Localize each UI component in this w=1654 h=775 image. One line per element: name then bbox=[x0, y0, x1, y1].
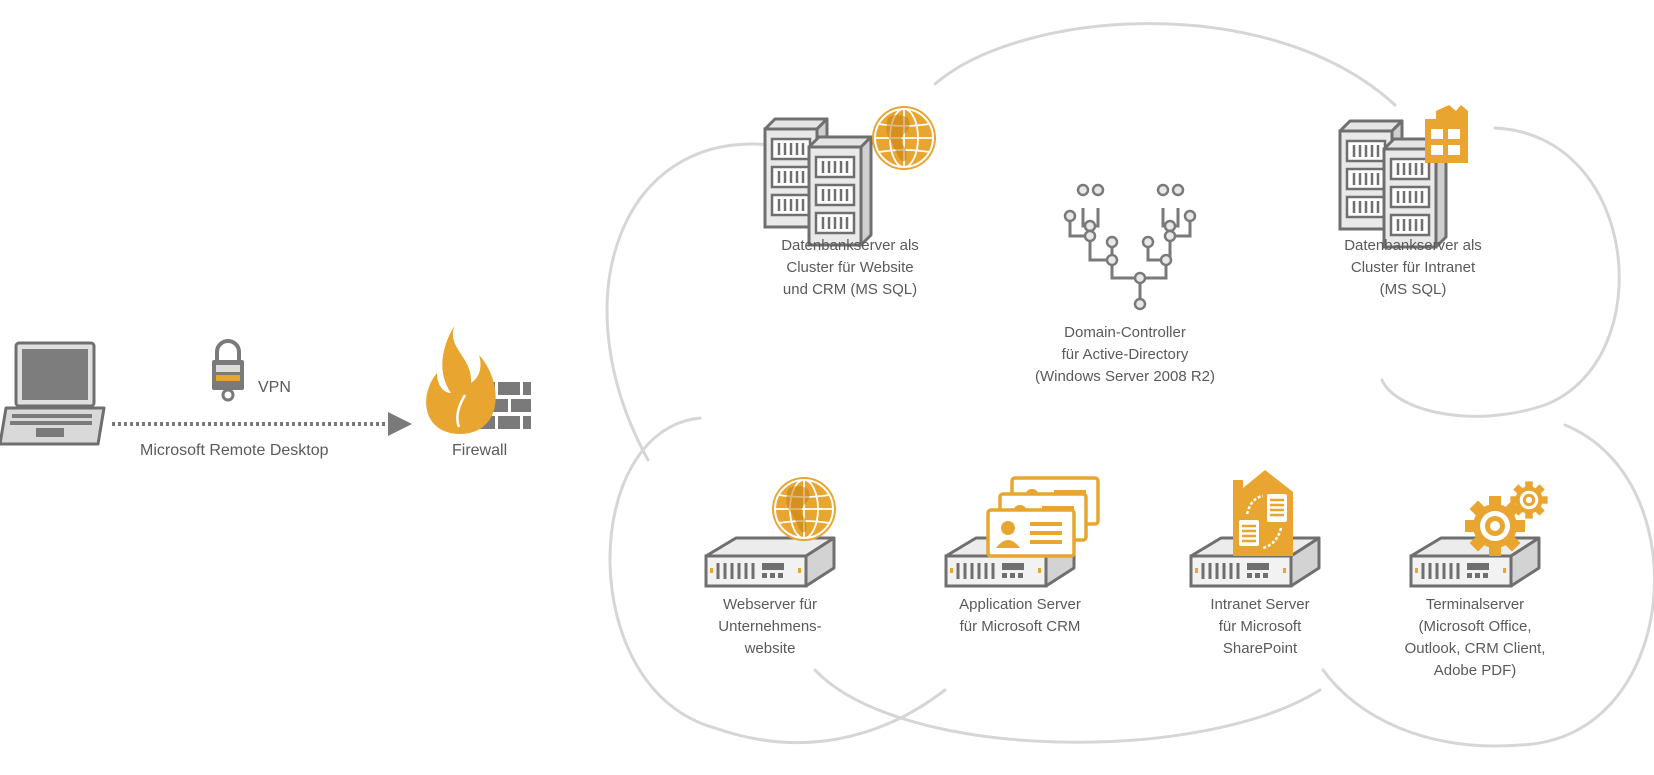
server-domain-controller-label: Domain-Controller für Active-Directory (… bbox=[1034, 324, 1216, 385]
padlock-icon bbox=[212, 339, 244, 402]
server-terminalserver: Terminalserver (Microsoft Office, Outloo… bbox=[1405, 470, 1585, 690]
server-app-server: Application Server für Microsoft CRM bbox=[940, 470, 1120, 670]
laptop-icon bbox=[0, 341, 106, 446]
server-cluster-globe-icon bbox=[763, 105, 937, 247]
server-webserver: Webserver für Unternehmens- website bbox=[700, 470, 880, 670]
server-terminalserver-label: Terminalserver (Microsoft Office, Outloo… bbox=[1404, 596, 1546, 679]
server-db-intranet-label: Datenbankserver als Cluster für Intranet… bbox=[1344, 237, 1482, 298]
connection-arrow bbox=[112, 412, 412, 436]
server-intranet-server-label: Intranet Server für Microsoft SharePoint bbox=[1210, 596, 1310, 657]
hierarchy-tree-icon bbox=[1063, 183, 1197, 311]
server-globe-icon bbox=[704, 476, 837, 588]
firewall-icon bbox=[426, 325, 531, 434]
server-gears-icon bbox=[1409, 481, 1548, 588]
vpn-label: VPN bbox=[258, 379, 291, 396]
server-contact-cards-icon bbox=[944, 476, 1100, 588]
server-db-website: Datenbankserver als Cluster für Website … bbox=[760, 95, 960, 298]
server-webserver-label: Webserver für Unternehmens- website bbox=[718, 596, 822, 657]
server-cluster-building-icon bbox=[1338, 105, 1468, 249]
server-app-server-label: Application Server für Microsoft CRM bbox=[959, 596, 1081, 635]
server-house-documents-icon bbox=[1189, 470, 1321, 588]
server-db-intranet: Datenbankserver als Cluster für Intranet… bbox=[1338, 105, 1540, 305]
firewall-label: Firewall bbox=[452, 442, 508, 459]
connection-label: Microsoft Remote Desktop bbox=[140, 442, 329, 459]
server-intranet-server: Intranet Server für Microsoft SharePoint bbox=[1185, 470, 1365, 670]
server-db-website-label: Datenbankserver als Cluster für Website … bbox=[781, 237, 919, 298]
server-domain-controller: Domain-Controller für Active-Directory (… bbox=[1020, 180, 1220, 390]
